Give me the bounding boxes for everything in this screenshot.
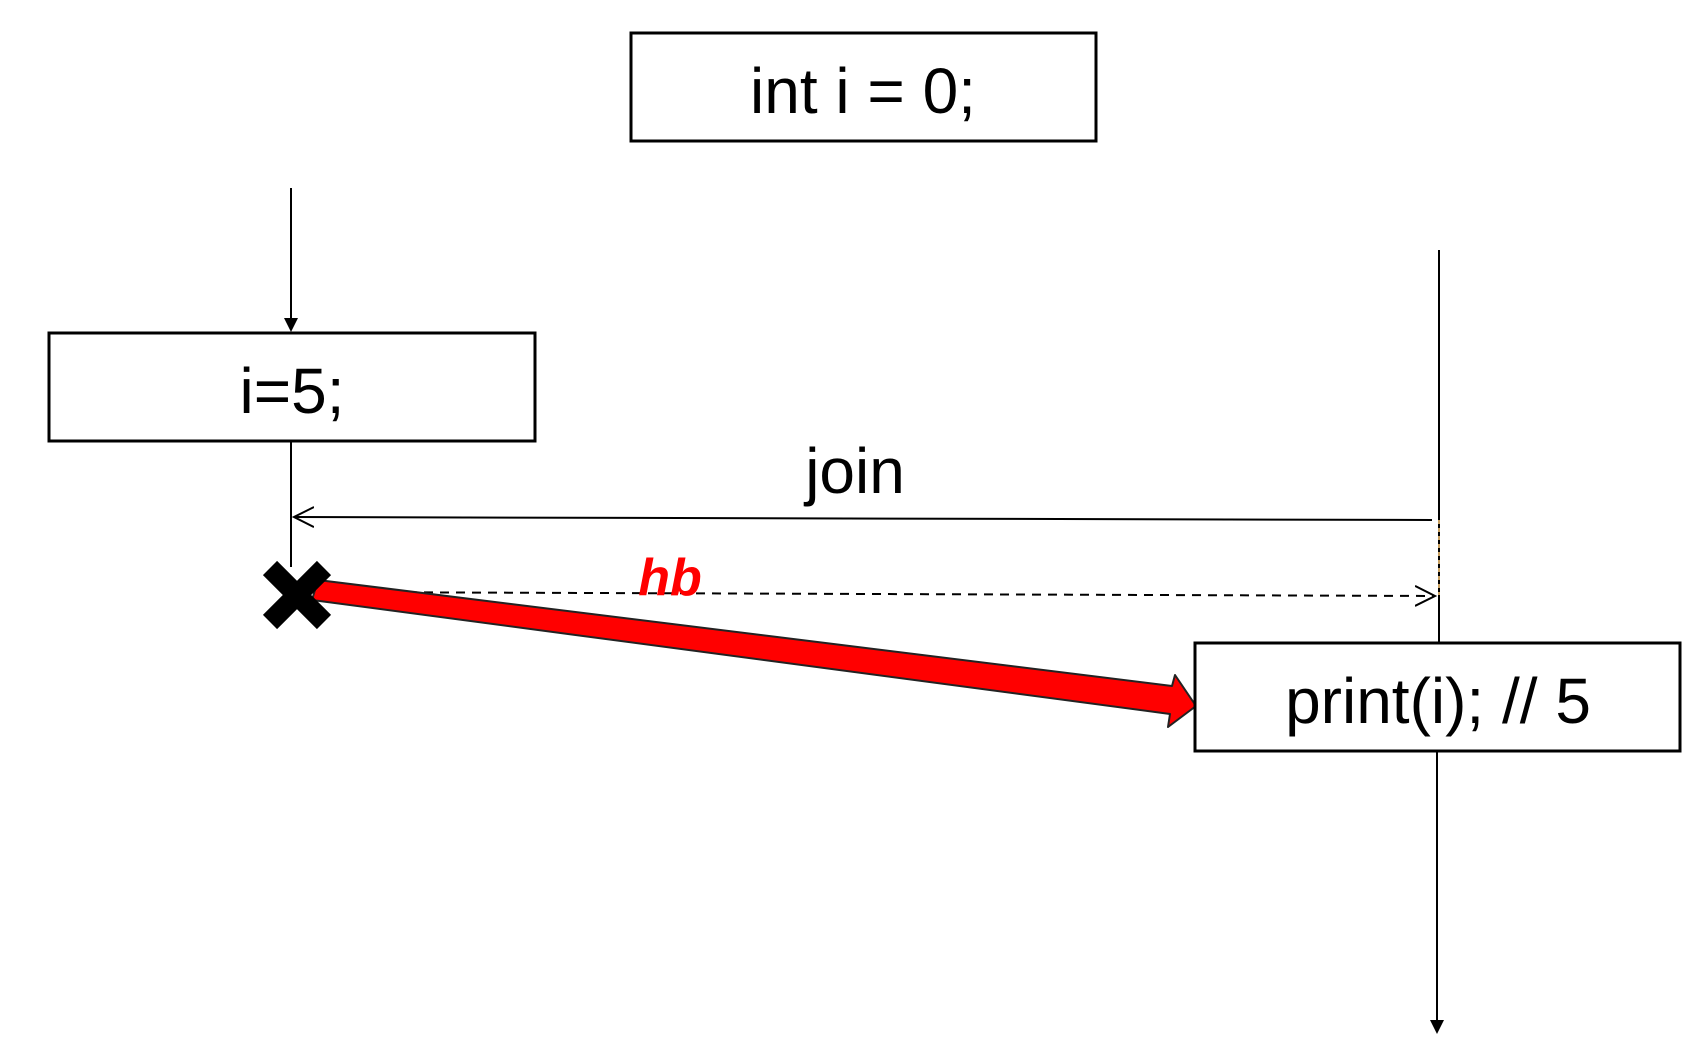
- init-statement-box: int i = 0;: [629, 31, 1098, 143]
- read-statement-box: print(i); // 5: [1193, 641, 1682, 753]
- write-statement-text: i=5;: [240, 355, 345, 427]
- thread-end-dashed-arrow: [311, 592, 1435, 596]
- write-statement-box: i=5;: [47, 331, 537, 443]
- hb-arrow: [311, 579, 1197, 728]
- init-statement-text: int i = 0;: [750, 55, 976, 127]
- x-mark-icon: [262, 560, 332, 630]
- join-label: join: [803, 435, 905, 507]
- hb-label: hb: [638, 549, 702, 607]
- read-statement-text: print(i); // 5: [1285, 665, 1591, 737]
- join-arrow: [294, 517, 1433, 520]
